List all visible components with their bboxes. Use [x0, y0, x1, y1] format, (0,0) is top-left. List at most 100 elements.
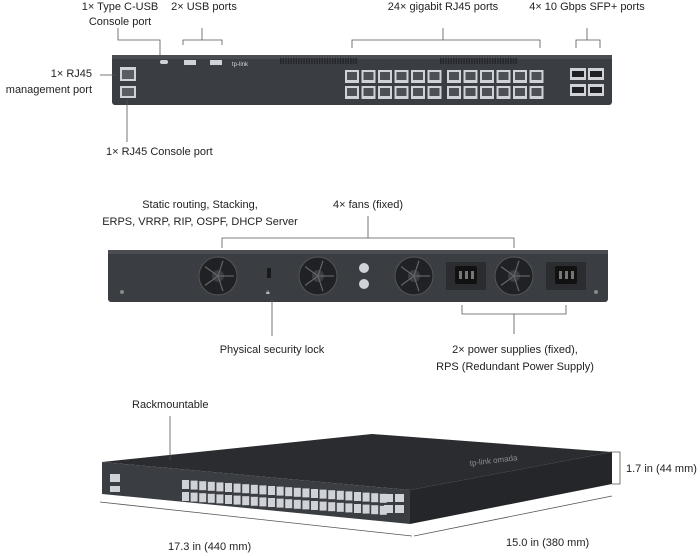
iso-rj45-port	[268, 486, 275, 495]
fan	[298, 256, 338, 296]
label-type-c-line1: 1× Type C-USB	[81, 1, 159, 13]
iso-rj45-port	[285, 487, 293, 497]
rj45-port	[427, 86, 442, 99]
rj45-port	[411, 86, 425, 99]
label-power-line1: 2× power supplies (fixed),	[452, 344, 578, 356]
rj45-port	[513, 70, 527, 83]
iso-rj45-port	[354, 504, 361, 513]
label-security-lock: Physical security lock	[219, 344, 325, 356]
iso-rj45-port	[336, 490, 344, 500]
iso-rj45-port	[293, 487, 301, 497]
label-mgmt-line1: 1× RJ45	[50, 68, 92, 80]
fan-group	[198, 256, 534, 296]
iso-rj45-port	[216, 494, 224, 504]
label-rackmountable: Rackmountable	[132, 399, 209, 411]
iso-rj45-port	[199, 493, 207, 503]
svg-text:🔒︎: 🔒︎	[266, 289, 270, 296]
rj45-port	[447, 70, 461, 83]
rj45-port	[513, 86, 527, 99]
label-features-line2: ERPS, VRRP, RIP, OSPF, DHCP Server	[102, 216, 298, 228]
iso-rj45-port	[225, 483, 232, 492]
label-sfp-ports: 4× 10 Gbps SFP+ ports	[529, 1, 645, 13]
iso-sfp-port	[384, 505, 393, 513]
iso-rj45-port	[190, 492, 198, 502]
label-console-port: 1× RJ45 Console port	[106, 146, 213, 158]
label-power-line2: RPS (Redundant Power Supply)	[436, 361, 594, 373]
power-inlet-2	[546, 262, 586, 290]
iso-rj45-port	[379, 493, 387, 503]
iso-rj45-port	[336, 502, 344, 512]
iso-rj45-port	[328, 490, 336, 500]
security-lock-slot	[267, 268, 271, 278]
iso-rj45-port	[371, 505, 379, 515]
sfp-port	[570, 68, 586, 80]
rj45-port	[480, 70, 494, 83]
iso-rj45-port	[293, 499, 301, 509]
front-brand-text: tp-link	[232, 62, 249, 68]
iso-sfp-port	[395, 505, 404, 513]
rj45-port	[394, 86, 409, 99]
iso-rj45-port	[276, 486, 284, 496]
label-depth: 15.0 in (380 mm)	[506, 537, 590, 549]
rj45-port	[361, 70, 376, 83]
front-panel: tp-link	[112, 55, 612, 105]
iso-rj45-port	[268, 498, 275, 507]
label-features-line1: Static routing, Stacking,	[142, 199, 258, 211]
label-width: 17.3 in (440 mm)	[168, 541, 252, 553]
iso-rj45-port	[311, 501, 318, 510]
iso-rj45-port	[302, 500, 310, 510]
iso-rj45-port	[371, 493, 379, 503]
iso-rj45-port	[182, 480, 189, 489]
power-inlet-1	[446, 262, 486, 290]
ground-screw-1	[359, 263, 369, 273]
sfp-port	[570, 84, 586, 96]
iso-rj45-port	[259, 497, 267, 507]
iso-rj45-port	[225, 495, 232, 504]
iso-rj45-port	[345, 503, 353, 513]
rj45-port	[378, 70, 392, 83]
label-fans: 4× fans (fixed)	[332, 199, 403, 211]
rear-panel: 🔒︎	[108, 250, 608, 302]
label-usb-ports: 2× USB ports	[171, 1, 237, 13]
rear-callouts	[221, 216, 567, 336]
iso-sfp-port	[384, 494, 393, 502]
iso-rj45-port	[207, 481, 215, 491]
iso-rj45-port	[302, 488, 310, 498]
rj45-port	[463, 70, 478, 83]
iso-port-grid	[182, 480, 404, 515]
iso-rj45-port	[276, 498, 284, 508]
iso-rj45-port	[233, 483, 241, 493]
sfp-port	[588, 84, 604, 96]
iso-rj45-port	[328, 502, 336, 512]
rj45-port	[463, 86, 478, 99]
iso-rj45-port	[311, 489, 318, 498]
iso-rj45-port	[362, 492, 370, 502]
iso-rj45-port	[182, 492, 189, 501]
iso-rj45-port	[242, 496, 250, 506]
rj45-port	[496, 86, 511, 99]
front-callouts	[100, 28, 601, 142]
iso-rj45-port	[199, 481, 207, 491]
isometric-switch: tp-link omada	[102, 434, 612, 524]
iso-rj45-port	[362, 504, 370, 514]
label-rj45-ports: 24× gigabit RJ45 ports	[387, 1, 499, 13]
iso-rj45-port	[216, 482, 224, 492]
iso-rj45-port	[319, 489, 327, 499]
iso-callouts	[99, 416, 621, 537]
type-c-port	[160, 60, 168, 64]
rj45-port	[529, 86, 544, 99]
iso-rj45-port	[259, 485, 267, 495]
iso-rj45-port	[319, 501, 327, 511]
iso-rj45-port	[190, 480, 198, 490]
rj45-port	[345, 86, 359, 99]
front-vents	[280, 58, 517, 64]
iso-rj45-port	[285, 499, 293, 509]
iso-rj45-port	[250, 484, 258, 494]
label-height: 1.7 in (44 mm)	[626, 463, 697, 475]
rj45-port	[345, 70, 359, 83]
rj45-port	[496, 70, 511, 83]
iso-sfp-port	[395, 494, 404, 502]
iso-rj45-port	[233, 495, 241, 505]
